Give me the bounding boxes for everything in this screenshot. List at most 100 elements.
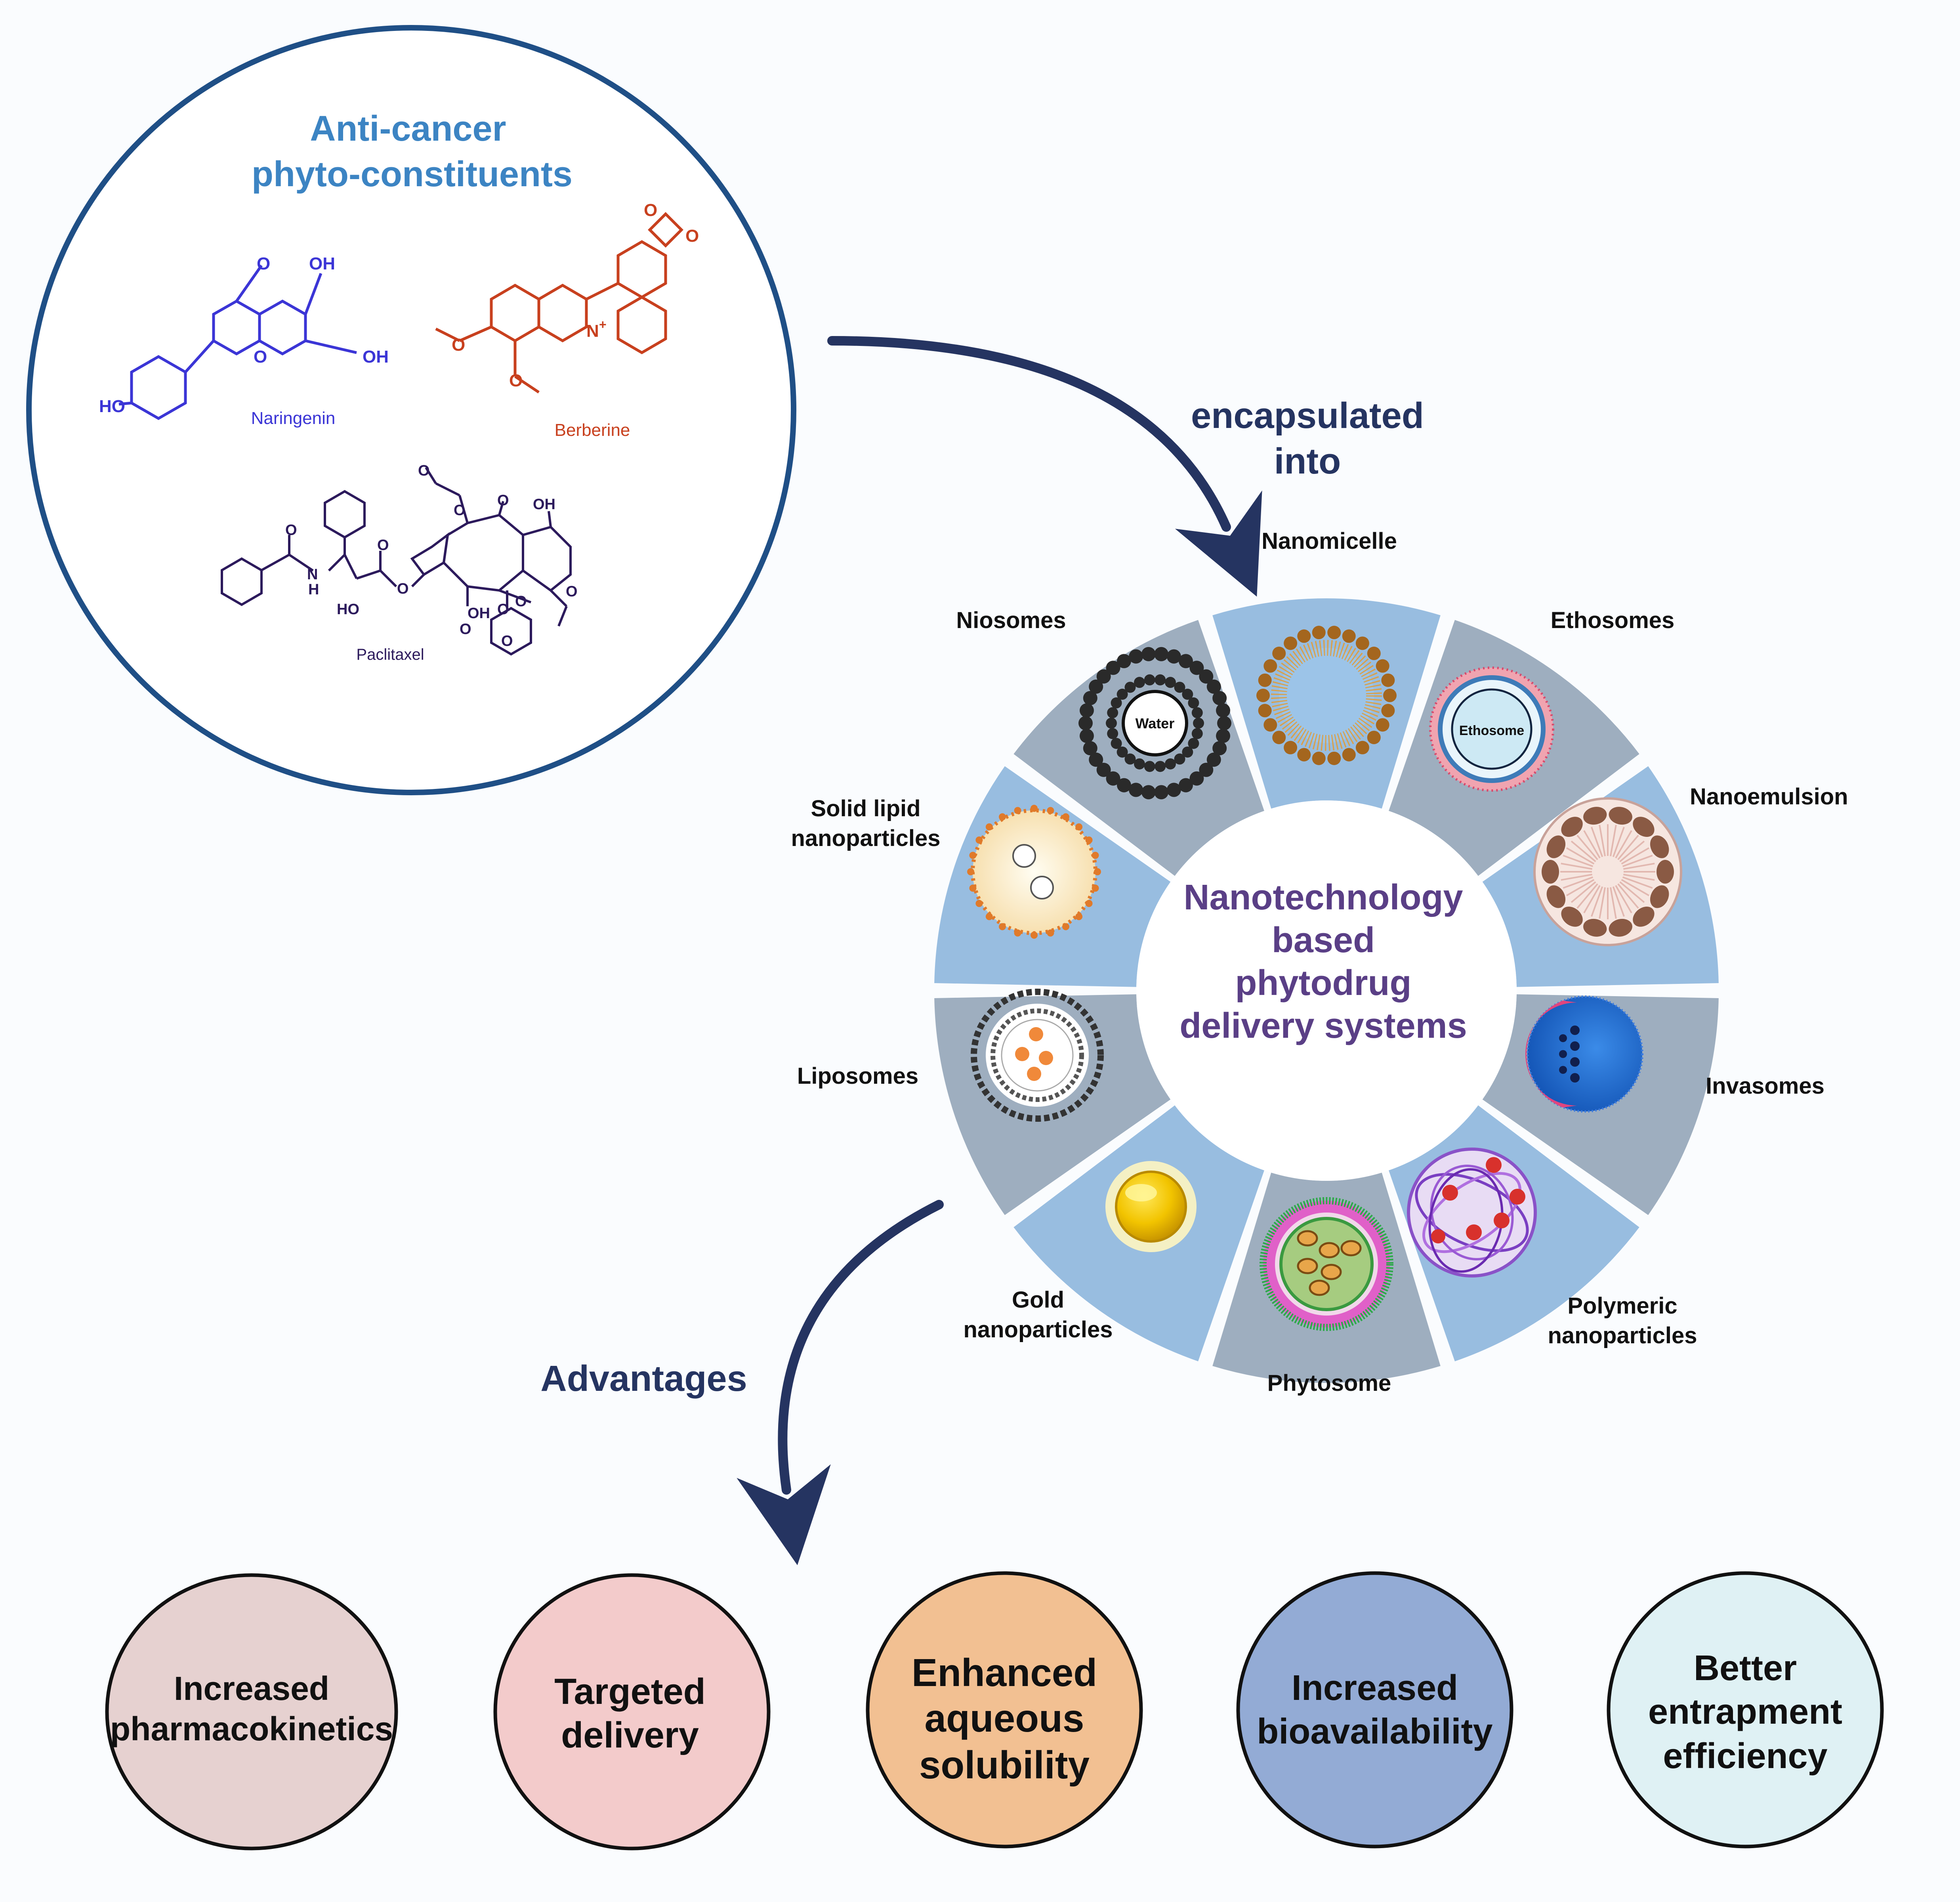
encapsulated-text-line2: into: [1274, 441, 1341, 481]
advantages-heading: Advantages: [540, 1358, 747, 1399]
label-invasomes: Invasomes: [1706, 1073, 1824, 1099]
label-nanomicelle: Nanomicelle: [1261, 528, 1397, 554]
label-solid-lipid-line2: nanoparticles: [791, 825, 940, 851]
svg-text:O: O: [257, 254, 270, 273]
center-text-line2: based: [1272, 920, 1375, 960]
naringenin-label: Naringenin: [251, 409, 336, 428]
advantage-circles: Increased pharmacokinetics Targeted deli…: [105, 1571, 1884, 1850]
svg-text:O: O: [454, 502, 466, 519]
label-phytosome: Phytosome: [1267, 1370, 1391, 1396]
source-title-line1: Anti-cancer: [310, 109, 506, 149]
encapsulated-arrow: [827, 336, 1262, 597]
advantage-text: Better: [1694, 1648, 1797, 1688]
gold-nanoparticle-icon: [1105, 1161, 1197, 1252]
svg-text:O: O: [497, 492, 509, 509]
niosome-icon: Water: [1078, 647, 1231, 800]
nanoemulsion-icon: [1533, 797, 1682, 946]
svg-text:O: O: [377, 537, 389, 554]
svg-text:O: O: [460, 621, 471, 638]
source-panel: Anti-cancer phyto-constituents O OH OH O…: [26, 25, 796, 795]
phytosome-icon: [1260, 1197, 1393, 1331]
paclitaxel-atoms: O O O OH O O N H O HO O OH O O O O: [285, 462, 578, 649]
ethosome-inner-text: Ethosome: [1459, 723, 1524, 738]
advantage-pharmacokinetics: Increased pharmacokinetics: [105, 1573, 398, 1850]
svg-text:O: O: [501, 633, 513, 649]
advantage-targeted-delivery: Targeted delivery: [493, 1573, 771, 1850]
svg-text:O: O: [685, 226, 699, 246]
center-text-line1: Nanotechnology: [1183, 878, 1463, 917]
svg-text:O: O: [644, 201, 657, 220]
advantage-circle: [105, 1573, 398, 1850]
svg-text:O: O: [254, 347, 267, 367]
svg-text:N: N: [586, 321, 599, 341]
advantage-text: aqueous: [925, 1696, 1084, 1740]
berberine-structure: [435, 212, 683, 393]
advantage-bioavailability: Increased bioavailability: [1236, 1571, 1513, 1849]
advantages-arrow: [737, 1200, 944, 1566]
svg-text:O: O: [509, 371, 523, 390]
label-liposomes: Liposomes: [797, 1063, 918, 1089]
label-gold-line1: Gold: [1012, 1287, 1064, 1313]
svg-text:O: O: [452, 335, 465, 355]
paclitaxel-structure: [221, 467, 572, 656]
ethosome-icon: Ethosome: [1429, 666, 1554, 792]
segment-labels: Nanomicelle Ethosomes Nanoemulsion Invas…: [791, 528, 1848, 1396]
advantage-text: delivery: [561, 1715, 699, 1755]
label-solid-lipid-line1: Solid lipid: [811, 796, 920, 821]
center-text-line3: phytodrug: [1235, 963, 1412, 1003]
encapsulated-text-line1: encapsulated: [1191, 395, 1424, 436]
svg-text:O: O: [566, 583, 578, 600]
source-title-line2: phyto-constituents: [252, 155, 573, 194]
advantage-aqueous-solubility: Enhanced aqueous solubility: [866, 1571, 1143, 1849]
svg-text:OH: OH: [363, 347, 389, 367]
svg-text:+: +: [599, 317, 607, 332]
svg-text:H: H: [308, 581, 319, 598]
niosome-inner-text: Water: [1136, 715, 1175, 731]
label-ethosomes: Ethosomes: [1551, 607, 1675, 633]
svg-text:OH: OH: [309, 254, 335, 273]
svg-text:OH: OH: [533, 496, 555, 513]
svg-text:N: N: [307, 566, 318, 583]
label-gold-line2: nanoparticles: [963, 1317, 1113, 1342]
svg-text:O: O: [497, 601, 509, 618]
svg-text:OH: OH: [468, 605, 490, 622]
center-text-line4: delivery systems: [1179, 1006, 1467, 1046]
solid-lipid-nanoparticle-icon: [967, 805, 1101, 939]
naringenin-atoms: O OH OH O HO: [99, 254, 389, 416]
label-nanoemulsion: Nanoemulsion: [1690, 784, 1848, 810]
advantage-text: pharmacokinetics: [110, 1710, 393, 1747]
source-circle: [26, 25, 796, 795]
advantage-text: Increased: [174, 1670, 329, 1707]
advantage-text: efficiency: [1663, 1736, 1827, 1776]
naringenin-structure: [118, 264, 357, 420]
paclitaxel-label: Paclitaxel: [356, 646, 424, 663]
advantage-circle: [493, 1573, 771, 1850]
wheel-center: [1136, 800, 1517, 1181]
wheel-center-text: Nanotechnology based phytodrug delivery …: [1179, 878, 1467, 1046]
svg-text:HO: HO: [99, 397, 125, 416]
svg-text:HO: HO: [337, 601, 359, 618]
berberine-atoms: O O O O N +: [452, 201, 699, 390]
svg-text:O: O: [418, 462, 430, 479]
svg-text:O: O: [285, 522, 297, 539]
advantage-text: bioavailability: [1257, 1712, 1492, 1751]
advantage-text: Targeted: [554, 1671, 706, 1712]
label-polymeric-line2: nanoparticles: [1548, 1323, 1697, 1348]
advantage-text: solubility: [919, 1743, 1090, 1787]
label-polymeric-line1: Polymeric: [1567, 1293, 1677, 1319]
advantage-circle: [1607, 1571, 1884, 1849]
advantage-circle: [1236, 1571, 1513, 1849]
advantage-text: Enhanced: [912, 1651, 1097, 1694]
svg-text:O: O: [397, 581, 409, 597]
advantage-circle: [866, 1571, 1143, 1849]
polymeric-nanoparticle-icon: [1407, 1148, 1537, 1278]
wheel-icons: Ethosome: [967, 626, 1682, 1331]
nanomicelle-icon: [1256, 626, 1397, 765]
advantage-text: entrapment: [1648, 1692, 1842, 1732]
svg-text:O: O: [515, 593, 527, 610]
label-niosomes: Niosomes: [956, 607, 1066, 633]
invasome-icon: [1525, 995, 1643, 1113]
advantage-entrapment-efficiency: Better entrapment efficiency: [1607, 1571, 1884, 1849]
berberine-label: Berberine: [555, 420, 630, 440]
